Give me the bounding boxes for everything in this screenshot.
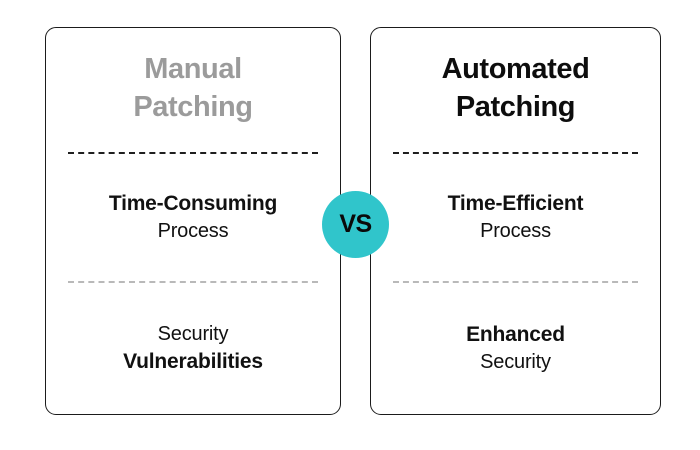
versus-badge-label: VS (339, 210, 372, 238)
manual-patching-row-process-normal: Process (157, 220, 229, 243)
manual-patching-row-security: Security Vulnerabilities (46, 283, 340, 414)
automated-patching-row-security-normal: Security (480, 351, 551, 374)
right-card-divider-upper (393, 151, 638, 154)
manual-patching-title: Manual Patching (46, 28, 340, 152)
automated-patching-card: Automated Patching Time-Efficient Proces… (370, 27, 661, 415)
manual-patching-title-line-2: Patching (133, 90, 253, 123)
automated-patching-title: Automated Patching (371, 28, 660, 152)
manual-patching-row-security-emphasis: Vulnerabilities (123, 350, 263, 374)
manual-patching-row-security-normal: Security (157, 323, 229, 346)
manual-patching-row-process: Time-Consuming Process (46, 154, 340, 282)
right-card-divider-lower (393, 281, 638, 284)
automated-patching-row-process-normal: Process (480, 220, 551, 243)
automated-patching-row-security-emphasis: Enhanced (466, 323, 565, 347)
automated-patching-title-line-1: Automated (441, 52, 590, 85)
left-card-divider-lower (68, 281, 318, 284)
automated-patching-row-process: Time-Efficient Process (371, 154, 660, 282)
automated-patching-title-line-2: Patching (455, 90, 576, 123)
automated-patching-row-security: Enhanced Security (371, 283, 660, 414)
automated-patching-row-process-emphasis: Time-Efficient (447, 192, 584, 216)
manual-patching-card: Manual Patching Time-Consuming Process S… (45, 27, 341, 415)
versus-badge: VS (322, 191, 389, 258)
manual-patching-title-line-1: Manual (144, 52, 242, 85)
left-card-divider-upper (68, 151, 318, 154)
manual-patching-row-process-emphasis: Time-Consuming (108, 192, 278, 216)
